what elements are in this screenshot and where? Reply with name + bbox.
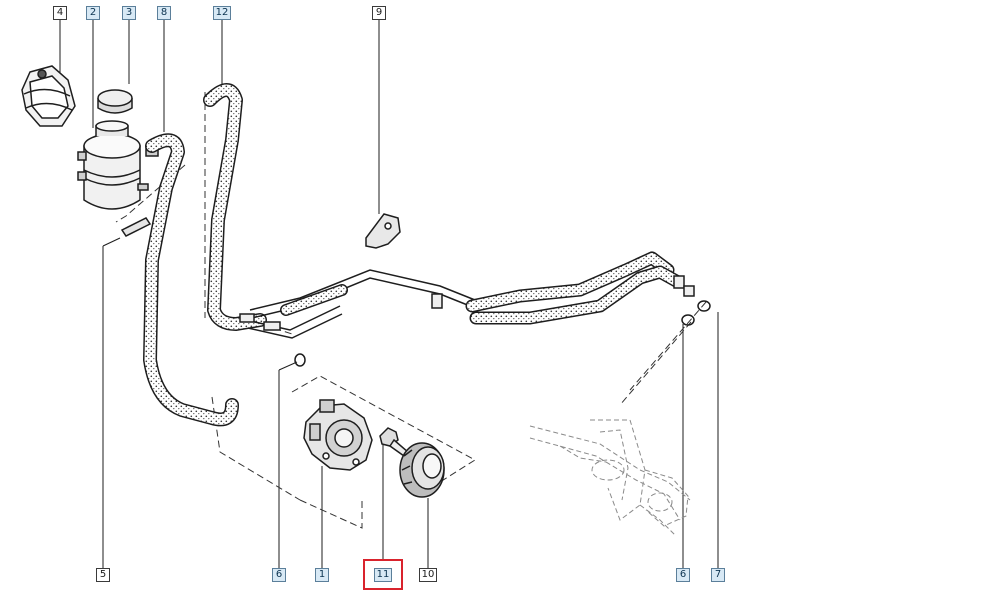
hose-clamp [21,65,76,127]
callout-7[interactable]: 7 [711,568,725,582]
callout-3[interactable]: 3 [122,6,136,20]
leader-lines [59,20,719,568]
callout-1[interactable]: 1 [315,568,329,582]
steering-rack-ghost [529,419,691,537]
clip [120,217,152,237]
pump-pulley [399,442,445,498]
callout-5[interactable]: 5 [96,568,110,582]
power-steering-pump [303,399,373,471]
callout-11[interactable]: 11 [374,568,392,582]
callout-6-right[interactable]: 6 [676,568,690,582]
short-hose [281,285,347,315]
callout-6-left[interactable]: 6 [272,568,286,582]
pipe-fittings-right [673,275,695,297]
pressure-hose-upper [467,253,673,311]
o-rings [294,300,711,367]
feed-hose [204,84,266,330]
callout-4[interactable]: 4 [53,6,67,20]
callout-9[interactable]: 9 [372,6,386,20]
pipe-fittings-left [239,293,443,331]
rigid-lines-left [245,269,481,339]
callout-12[interactable]: 12 [213,6,231,20]
reservoir-cap [97,89,133,114]
selected-part-highlight [363,559,403,590]
fluid-reservoir [77,120,159,210]
pulley-bolt [379,427,410,457]
callout-8[interactable]: 8 [157,6,171,20]
callout-10[interactable]: 10 [419,568,437,582]
return-hose [144,134,238,425]
pressure-hose-lower [471,267,683,323]
callout-2[interactable]: 2 [86,6,100,20]
pipe-bracket [365,213,401,249]
